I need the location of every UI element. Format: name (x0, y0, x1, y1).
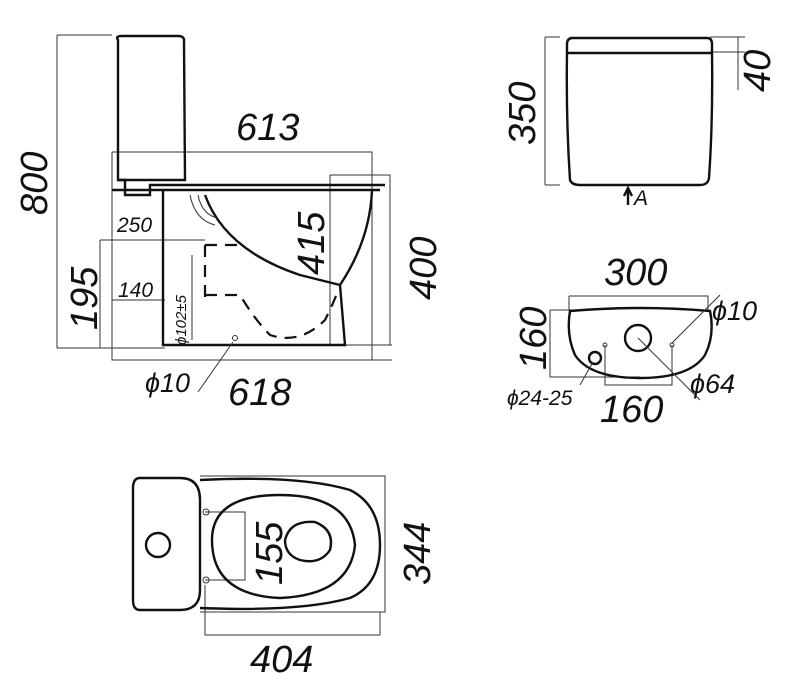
dim-344: 344 (397, 522, 439, 585)
dim-404: 404 (250, 639, 313, 681)
top-view: 155 344 404 (131, 475, 439, 681)
seat-fix-hole-icon (202, 508, 210, 516)
dim-195: 195 (64, 266, 106, 330)
tank-side (115, 34, 187, 182)
dim-140: 140 (118, 279, 153, 302)
bolt-hole-icon (602, 342, 608, 348)
dim-250: 250 (116, 214, 152, 237)
view-marker-a: A (632, 187, 648, 210)
dim-155: 155 (249, 521, 291, 585)
inlet-hole-icon (587, 350, 603, 366)
dim-40: 40 (737, 50, 779, 92)
dim-160-depth: 160 (513, 307, 555, 370)
bolt-hole-diameter: ϕ10 (712, 296, 757, 326)
dim-400: 400 (403, 237, 445, 300)
inlet-hole-diameter: ϕ24-25 (507, 387, 573, 410)
fix-hole-diameter: ϕ10 (145, 368, 190, 398)
tank-flush-hole-icon (144, 531, 172, 559)
dim-613: 613 (236, 107, 299, 149)
dim-415: 415 (291, 211, 333, 275)
side-view: 800 613 415 400 195 618 250 140 ϕ102±5 ϕ… (14, 34, 445, 414)
outlet-diameter: ϕ102±5 (173, 294, 190, 345)
fix-hole-icon (232, 335, 238, 341)
seat-fix-hole-icon (202, 576, 210, 584)
dim-618: 618 (228, 372, 291, 414)
flush-hole-diameter: ϕ64 (690, 369, 735, 399)
dim-300: 300 (604, 252, 667, 294)
tank-bottom-view: 300 160 ϕ10 ϕ24-25 160 ϕ64 (507, 252, 757, 431)
tank-front-view: 350 40 A (502, 36, 779, 210)
flush-hole-icon (623, 323, 653, 353)
dim-800: 800 (14, 152, 56, 215)
dim-160-spacing: 160 (600, 389, 663, 431)
dim-350: 350 (502, 82, 544, 145)
